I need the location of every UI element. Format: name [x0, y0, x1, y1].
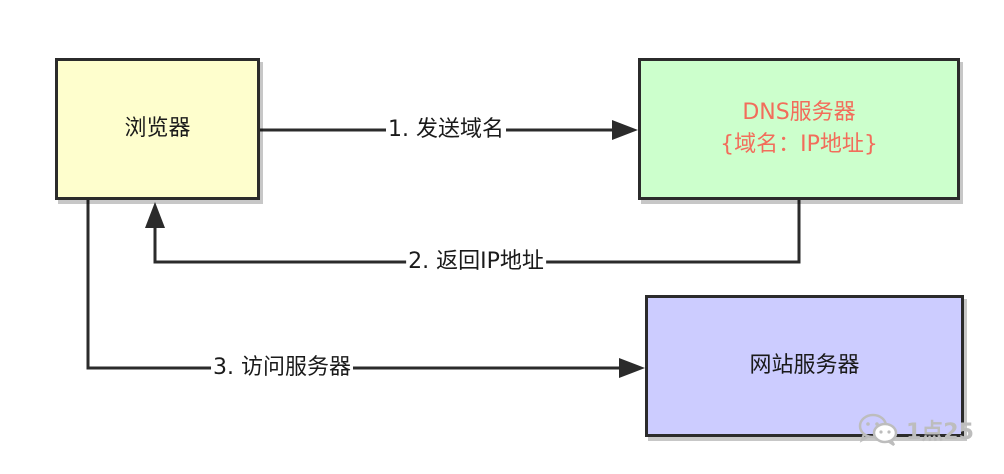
dns-server-mapping: {域名：IP地址} [720, 132, 878, 157]
arrowhead-send-domain [612, 120, 638, 140]
dns-server-node: DNS服务器 {域名：IP地址} [638, 58, 960, 200]
dns-server-title: DNS服务器 [742, 100, 856, 125]
web-server-node: 网站服务器 [645, 295, 964, 437]
edge-label-return-ip: 2. 返回IP地址 [406, 249, 546, 275]
edge-label-visit-server: 3. 访问服务器 [211, 355, 353, 381]
watermark-text: 1点25 [906, 420, 974, 445]
arrowhead-visit-server [619, 358, 645, 378]
edge-visit-server [86, 200, 638, 370]
arrowhead-return-ip [145, 202, 165, 228]
web-server-label: 网站服务器 [749, 353, 860, 378]
watermark: 1点25 [858, 413, 974, 447]
browser-node: 浏览器 [55, 58, 260, 200]
browser-label: 浏览器 [124, 116, 191, 141]
edge-label-send-domain: 1. 发送域名 [386, 117, 506, 143]
wechat-icon [858, 413, 898, 447]
